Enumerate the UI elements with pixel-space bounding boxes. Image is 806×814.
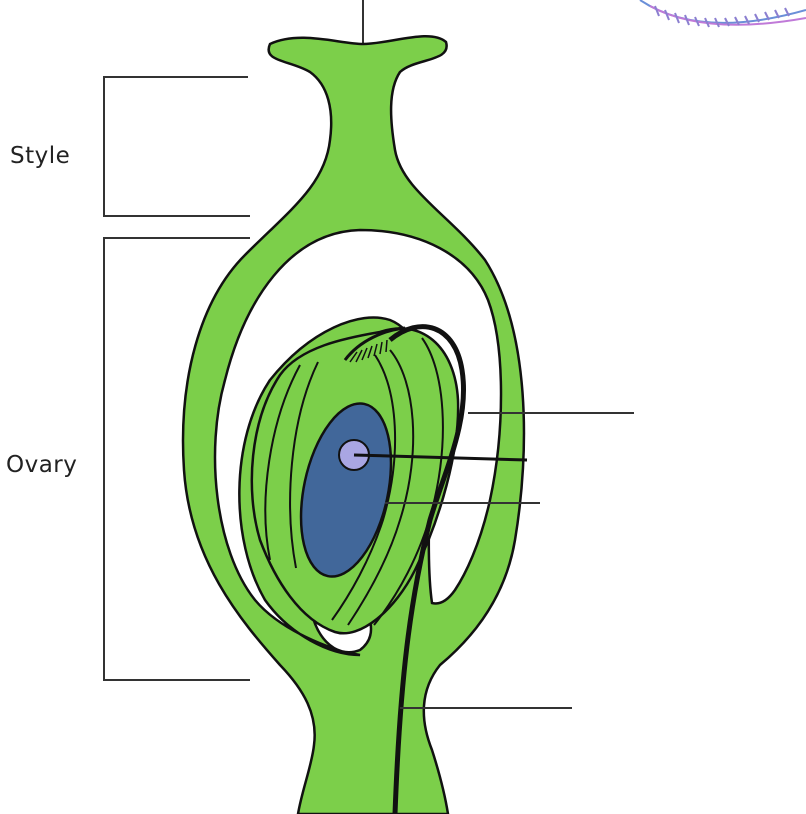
pollen-tube: [388, 324, 467, 814]
ovary-bracket: [103, 237, 250, 681]
micropyle-tuft: [343, 326, 406, 363]
style-label: Style: [10, 143, 71, 169]
embryo-sac: [299, 402, 393, 578]
dna-helix-logo-icon: [639, 0, 806, 28]
nucleus-leader-line: [353, 453, 528, 462]
integuments: [264, 337, 444, 626]
ovary-label: Ovary: [6, 452, 78, 478]
style-bracket: [103, 76, 250, 217]
